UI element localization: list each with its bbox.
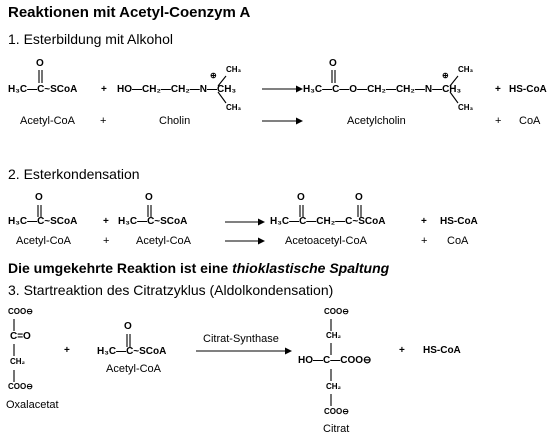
r2-label-acetoacetylcoa: Acetoacetyl-CoA <box>285 235 367 247</box>
r1-cholin-methyl-bottom: CH₃ <box>226 103 242 112</box>
r3-oxalacetat-ch2: CH₂ <box>10 357 26 366</box>
r1-acetylcoa-formula: H₃C—C~SCoA <box>8 84 78 95</box>
sentence-emphasis: thioklastische Spaltung <box>232 260 390 276</box>
r1-acetylcholin-formula: H₃C—C—O—CH₂—CH₂—N—CH₃ <box>303 84 462 95</box>
r1-plus-2: + <box>495 84 501 95</box>
r1-product-charge: ⊕ <box>442 71 449 80</box>
r2-oxygen-1: O <box>35 192 43 203</box>
r1-cholin-methyl-top: CH₃ <box>226 65 242 74</box>
r1-label-acetylcholin: Acetylcholin <box>347 115 406 127</box>
r2-label-plus-2: + <box>421 235 428 247</box>
sentence-prefix: Die umgekehrte Reaktion ist eine <box>8 260 233 276</box>
r1-product-methyl-bottom: CH₃ <box>458 103 474 112</box>
section-3-heading: 3. Startreaktion des Citratzyklus (Aldol… <box>8 282 334 298</box>
r3-oxalacetat-c-eq-o: C=O <box>10 331 31 342</box>
r1-product-methyl-top: CH₃ <box>458 65 474 74</box>
r3-label-oxalacetat: Oxalacetat <box>6 399 59 411</box>
r1-label-coa: CoA <box>519 115 541 127</box>
r2-label-acetylcoa-2: Acetyl-CoA <box>136 235 192 247</box>
r3-oxalacetat-coo-bottom: COO⊖ <box>8 382 33 391</box>
r3-plus-1: + <box>64 345 70 356</box>
section-1-heading: 1. Esterbildung mit Alkohol <box>8 31 173 47</box>
r1-label-plus-1: + <box>100 115 107 127</box>
r3-citrat-center: HO—C—COO⊖ <box>298 355 372 366</box>
r3-enzyme-label: Citrat-Synthase <box>203 333 279 345</box>
r2-plus-1: + <box>103 216 109 227</box>
r2-oxygen-2: O <box>145 192 153 203</box>
r3-citrat-coo-top: COO⊖ <box>324 307 349 316</box>
r1-plus-1: + <box>101 84 107 95</box>
r2-oxygen-3: O <box>297 192 305 203</box>
r3-acetyl-oxygen: O <box>124 321 132 332</box>
r1-label-plus-2: + <box>495 115 502 127</box>
section-2-heading: 2. Esterkondensation <box>8 166 140 182</box>
reverse-reaction-sentence: Die umgekehrte Reaktion ist eine thiokla… <box>8 261 389 275</box>
r3-label-acetylcoa: Acetyl-CoA <box>106 363 162 375</box>
r2-acetylcoa-2: H₃C—C~SCoA <box>118 216 188 227</box>
r2-acetylcoa-1: H₃C—C~SCoA <box>8 216 78 227</box>
r3-acetylcoa-formula: H₃C—C~SCoA <box>97 346 167 357</box>
r2-label-coa: CoA <box>447 235 469 247</box>
r3-label-citrat: Citrat <box>323 423 350 435</box>
r3-plus-2: + <box>399 345 405 356</box>
r2-hs-coa: HS-CoA <box>440 216 478 227</box>
r1-product-oxygen: O <box>329 58 337 69</box>
r2-oxygen-4: O <box>355 192 363 203</box>
page-title: Reaktionen mit Acetyl-Coenzym A <box>8 4 251 21</box>
r1-hs-coa: HS-CoA <box>509 84 547 95</box>
r2-label-acetylcoa-1: Acetyl-CoA <box>16 235 72 247</box>
r3-hs-coa: HS-CoA <box>423 345 461 356</box>
r3-citrat-ch2-bottom: CH₂ <box>326 382 342 391</box>
r3-oxalacetat-coo-top: COO⊖ <box>8 307 33 316</box>
r2-label-plus-1: + <box>103 235 110 247</box>
r3-citrat-ch2-top: CH₂ <box>326 331 342 340</box>
r1-label-cholin: Cholin <box>159 115 191 127</box>
r1-acetylcoa-oxygen: O <box>36 58 44 69</box>
r1-cholin-charge: ⊕ <box>210 71 217 80</box>
r2-acetoacetylcoa-formula: H₃C—C—CH₂—C~SCoA <box>270 216 386 227</box>
r2-plus-2: + <box>421 216 427 227</box>
r1-label-acetylcoa: Acetyl-CoA <box>20 115 76 127</box>
r1-cholin-formula: HO—CH₂—CH₂—N—CH₃ <box>117 84 237 95</box>
r3-citrat-coo-bottom: COO⊖ <box>324 407 349 416</box>
